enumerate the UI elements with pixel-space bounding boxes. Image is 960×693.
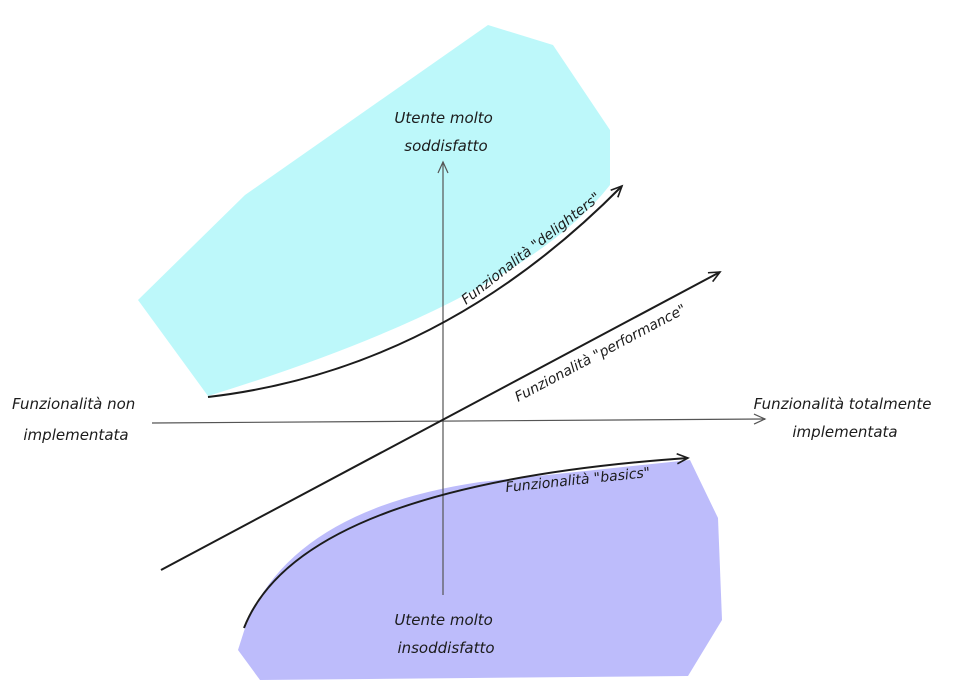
basics-curve (243, 453, 690, 629)
performance-label: Funzionalità "performance" (512, 301, 689, 405)
performance-line (160, 271, 722, 571)
axis-label-right: Funzionalità totalmente implementata (754, 395, 937, 441)
horizontal-axis (151, 413, 767, 425)
basics-region (238, 460, 722, 680)
axis-label-top: Utente molto soddisfatto (394, 109, 497, 155)
axis-label-bottom: Utente molto insoddisfatto (394, 611, 497, 657)
axis-label-left: Funzionalità non implementata (12, 395, 140, 444)
delighters-curve (207, 184, 624, 398)
delighters-region (138, 25, 610, 396)
